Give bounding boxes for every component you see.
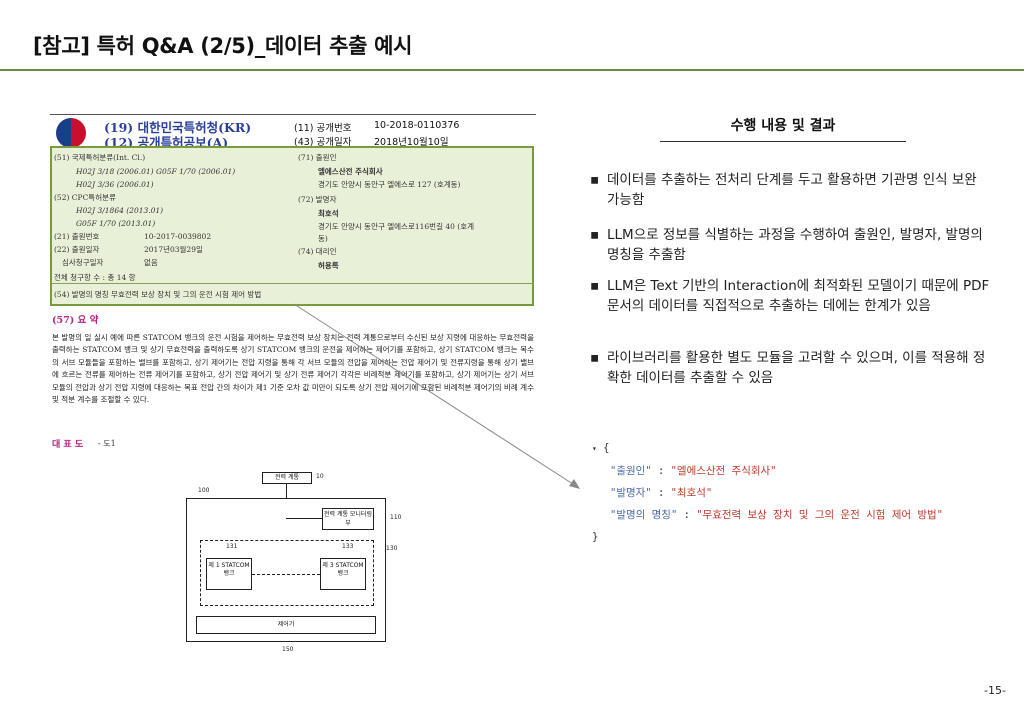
inventor: 최호석 — [318, 209, 339, 218]
json-key: "출원인" — [610, 465, 652, 477]
bank1-box: 제 1 STATCOM 뱅크 — [206, 558, 252, 590]
bibliographic-box — [50, 146, 534, 306]
rep-fig-label: 대 표 도 — [52, 440, 84, 450]
inventor-addr-2: 동) — [318, 234, 328, 243]
bank3-ref: 133 — [342, 543, 354, 550]
json-value: "무효전력 보상 장치 및 그의 운전 시험 제어 방법" — [696, 509, 943, 521]
system-ref: 100 — [198, 487, 210, 494]
rep-fig-value: - 도1 — [98, 439, 116, 448]
kipo-emblem-icon — [56, 118, 86, 148]
ipc-2: H02J 3/36 (2006.01) — [76, 180, 154, 189]
json-sep: : — [651, 487, 671, 499]
page-title: [참고] 특허 Q&A (2/5)_데이터 추출 예시 — [33, 34, 413, 58]
collapse-toggle-icon[interactable]: ▾ — [592, 444, 597, 453]
json-value: "엘에스산전 주식회사" — [670, 465, 777, 477]
json-sep: : — [677, 509, 697, 521]
connector-arrow — [293, 303, 580, 489]
results-title: 수행 내용 및 결과 — [730, 118, 836, 134]
applicant-label: (71) 출원인 — [298, 153, 337, 162]
bullet-marker: ▪ — [590, 227, 600, 243]
cpc-1: H02J 3/1864 (2013.01) — [76, 206, 164, 215]
json-output: ▾ { "출원인" : "엘에스산전 주식회사" "발명자" : "최호석" "… — [592, 437, 943, 548]
bank3-box: 제 3 STATCOM 뱅크 — [320, 558, 366, 590]
bib-divider — [50, 283, 534, 284]
monitor-link — [286, 518, 322, 519]
pub-date-label: (43) 공개일자 — [294, 137, 352, 148]
json-key: "발명의 명칭" — [610, 509, 678, 521]
bullet-text: LLM으로 정보를 식별하는 과정을 수행하여 출원인, 발명자, 발명의 명칭… — [607, 227, 983, 263]
applicant: 엘에스산전 주식회사 — [318, 167, 383, 176]
results-title-rule — [660, 141, 906, 142]
json-row: "발명자" : "최호석" — [592, 482, 943, 504]
page-number: -15- — [984, 684, 1006, 697]
invention-title-line: (54) 발명의 명칭 무효전력 보상 장치 및 그의 운전 시험 제어 방법 — [54, 290, 262, 299]
bullet-text: LLM은 Text 기반의 Interaction에 최적화된 모델이기 때문에… — [607, 278, 990, 314]
cpc-2: G05F 1/70 (2013.01) — [76, 219, 156, 228]
abstract-heading: (57) 요 약 — [52, 315, 99, 326]
app-date-label: (22) 출원일자 — [54, 245, 100, 254]
exam-label: 심사청구일자 — [62, 258, 104, 267]
app-no-label: (21) 출원번호 — [54, 232, 100, 241]
json-close-brace: } — [592, 531, 599, 543]
monitor-ref: 110 — [390, 514, 402, 521]
controller-box: 제어기 — [196, 616, 376, 634]
bullet-item: ▪ LLM은 Text 기반의 Interaction에 최적화된 모델이기 때… — [590, 276, 990, 316]
grid-ref: 10 — [316, 473, 324, 480]
inventor-addr-1: 경기도 안양시 동안구 엘에스로116번길 40 (호계 — [318, 222, 475, 231]
json-row: "발명의 명칭" : "무효전력 보상 장치 및 그의 운전 시험 제어 방법" — [592, 504, 943, 526]
bullet-item: ▪ 라이브러리를 활용한 별도 모듈을 고려할 수 있으며, 이를 적용해 정확… — [590, 348, 990, 388]
json-sep: : — [651, 465, 671, 477]
doc-top-rule — [50, 114, 536, 115]
bullet-marker: ▪ — [590, 278, 600, 294]
bullet-item: ▪ 데이터를 추출하는 전처리 단계를 두고 활용하면 기관명 인식 보완 가능… — [590, 170, 990, 210]
bank-group-outline — [200, 540, 374, 606]
bullet-text: 데이터를 추출하는 전처리 단계를 두고 활용하면 기관명 인식 보완 가능함 — [607, 172, 977, 208]
bullet-marker: ▪ — [590, 350, 600, 366]
ipc-1: H02J 3/18 (2006.01) G05F 1/70 (2006.01) — [76, 167, 236, 176]
pub-no: 10-2018-0110376 — [374, 120, 460, 131]
abstract-text: 본 발명의 일 실시 예에 따른 STATCOM 뱅크의 운전 시험을 제어하는… — [52, 333, 534, 405]
app-date: 2017년03월29일 — [144, 245, 203, 254]
json-row: "출원인" : "엘에스산전 주식회사" — [592, 460, 943, 482]
pub-no-label: (11) 공개번호 — [294, 123, 352, 134]
cpc-label: (52) CPC특허분류 — [54, 193, 116, 202]
grid-link — [286, 484, 287, 498]
json-value: "최호석" — [670, 487, 713, 499]
exam-value: 없음 — [144, 258, 158, 267]
bank-group-ref: 130 — [386, 545, 398, 552]
bullet-text: 라이브러리를 활용한 별도 모듈을 고려할 수 있으며, 이를 적용해 정확한 … — [607, 350, 986, 386]
monitor-box: 전력 계통 모니터링부 — [322, 508, 374, 530]
app-no: 10-2017-0039802 — [144, 232, 212, 241]
bullet-marker: ▪ — [590, 172, 600, 188]
grid-box: 전력 계통 — [262, 472, 312, 484]
applicant-addr: 경기도 안양시 동안구 엘에스로 127 (호계동) — [318, 180, 461, 189]
system-outline — [186, 498, 386, 642]
bank1-ref: 131 — [226, 543, 238, 550]
controller-ref: 150 — [282, 646, 294, 653]
agent-label: (74) 대리인 — [298, 247, 337, 256]
inventor-label: (72) 발명자 — [298, 195, 337, 204]
pub-date: 2018년10월10일 — [374, 137, 449, 148]
ipc-label: (51) 국제특허분류(Int. Cl.) — [54, 153, 146, 162]
office-line: (19) 대한민국특허청(KR) — [104, 120, 252, 135]
bullet-item: ▪ LLM으로 정보를 식별하는 과정을 수행하여 출원인, 발명자, 발명의 … — [590, 225, 990, 265]
patent-document-image: (19) 대한민국특허청(KR) (12) 공개특허공보(A) (11) 공개번… — [50, 112, 536, 672]
bank-link — [252, 574, 320, 575]
json-key: "발명자" — [610, 487, 652, 499]
claims-line: 전체 청구항 수 : 총 14 항 — [54, 273, 136, 282]
title-underline — [0, 69, 1024, 71]
agent: 허용록 — [318, 261, 339, 270]
json-open-brace: { — [603, 442, 610, 454]
